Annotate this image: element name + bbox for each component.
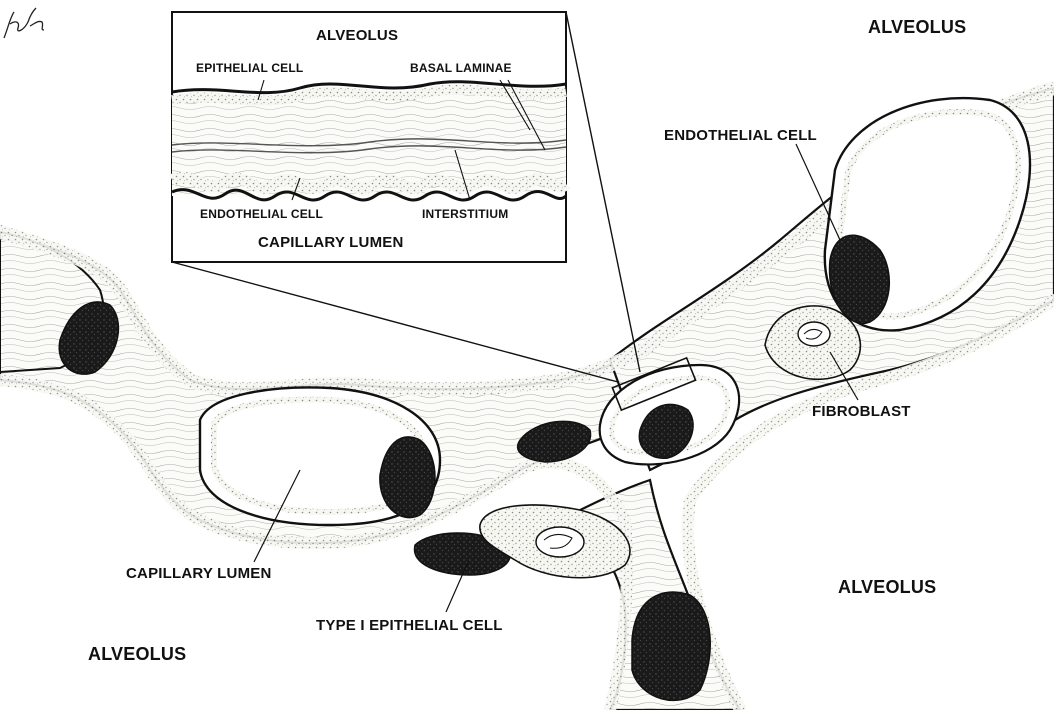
epithelial-nucleus-bottom bbox=[632, 592, 710, 700]
label-alveolus-right: ALVEOLUS bbox=[838, 578, 936, 596]
label-type-i-epithelial-cell: TYPE I EPITHELIAL CELL bbox=[316, 618, 503, 633]
inset-label-capillary-lumen: CAPILLARY LUMEN bbox=[258, 235, 404, 250]
zoom-line-right bbox=[566, 12, 640, 372]
inset-label-endothelial-cell: ENDOTHELIAL CELL bbox=[200, 208, 323, 220]
inset-label-basal-laminae: BASAL LAMINAE bbox=[410, 62, 512, 74]
capillary-bottom bbox=[632, 592, 710, 700]
label-alveolus-top-right: ALVEOLUS bbox=[868, 18, 966, 36]
label-endothelial-cell: ENDOTHELIAL CELL bbox=[664, 128, 817, 143]
zoom-line-left bbox=[172, 262, 618, 382]
label-fibroblast: FIBROBLAST bbox=[812, 404, 911, 419]
inset-label-epithelial-cell: EPITHELIAL CELL bbox=[196, 62, 303, 74]
inset-label-alveolus: ALVEOLUS bbox=[316, 28, 398, 43]
endothelial-nucleus-left bbox=[380, 437, 435, 518]
label-alveolus-bottom-left: ALVEOLUS bbox=[88, 645, 186, 663]
artist-signature bbox=[0, 0, 48, 42]
label-capillary-lumen: CAPILLARY LUMEN bbox=[126, 566, 272, 581]
inset-label-interstitium: INTERSTITIUM bbox=[422, 208, 508, 220]
capillary-left bbox=[200, 387, 440, 525]
inset-magnification bbox=[172, 12, 566, 262]
